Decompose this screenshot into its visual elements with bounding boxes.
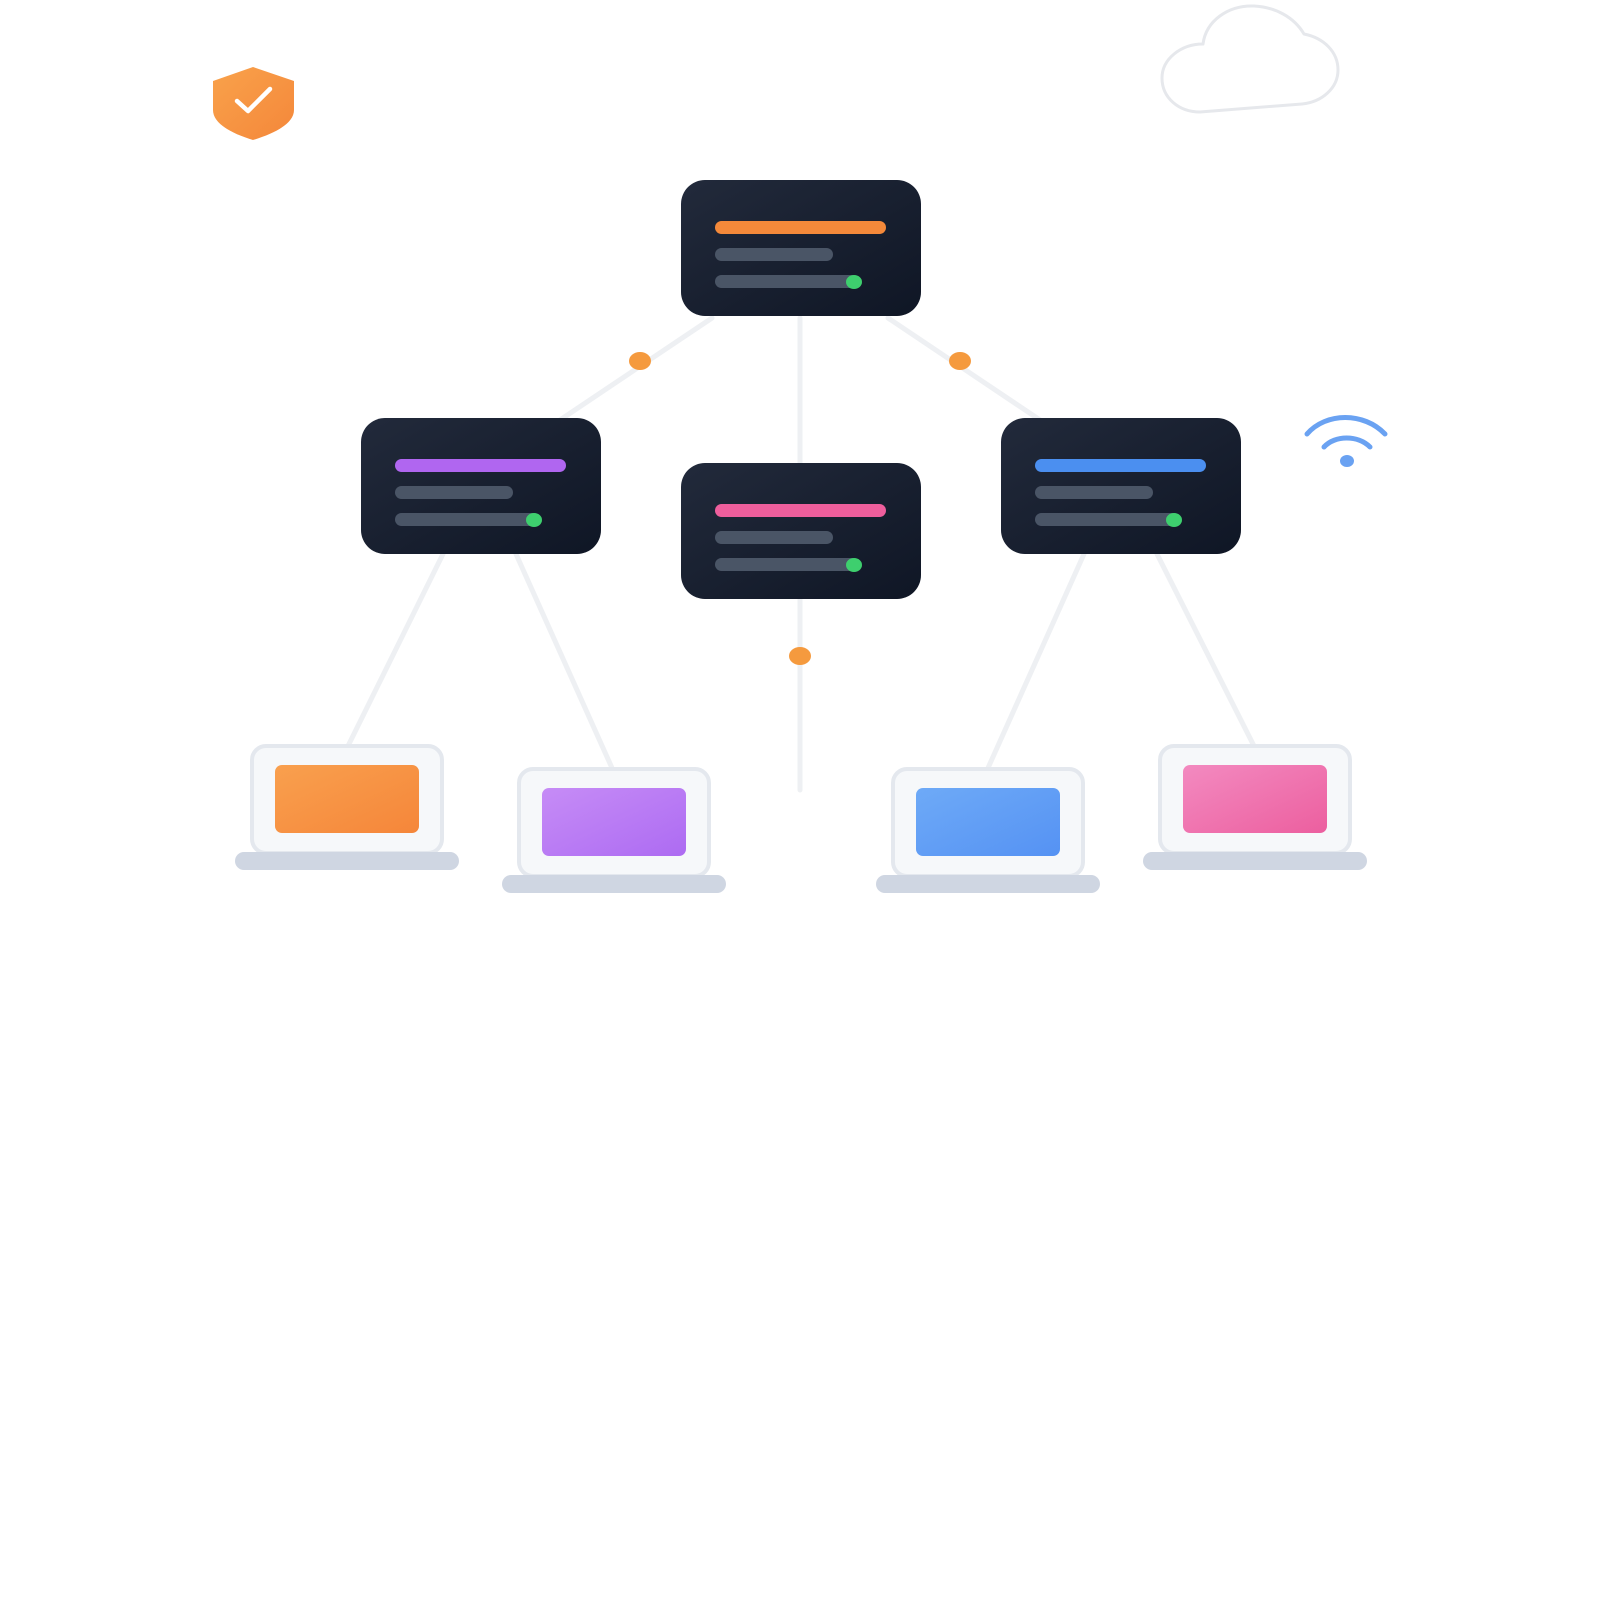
connector-dot [789, 647, 811, 665]
laptops [235, 744, 1367, 893]
server-bar [715, 275, 860, 288]
status-led [846, 558, 862, 572]
server-accent-bar [395, 459, 566, 472]
laptop-base [876, 875, 1100, 893]
server-root [681, 180, 921, 316]
wifi-icon [1304, 415, 1388, 467]
connector-left-laptop2 [513, 551, 615, 771]
connector-left-laptop1 [345, 551, 446, 749]
connector-dot [629, 352, 651, 370]
laptop-4 [1143, 744, 1367, 870]
shield-check-icon [213, 67, 294, 140]
laptop-screen [1183, 765, 1327, 833]
server-bar [395, 486, 513, 499]
status-led [526, 513, 542, 527]
connector-right-laptop3 [985, 551, 1087, 771]
servers [361, 180, 1241, 599]
laptop-screen [916, 788, 1060, 856]
status-led [1166, 513, 1182, 527]
server-bar [1035, 486, 1153, 499]
laptop-screen [275, 765, 419, 833]
laptop-base [502, 875, 726, 893]
server-accent-bar [715, 221, 886, 234]
laptop-base [1143, 852, 1367, 870]
server-center [681, 463, 921, 599]
server-bar [1035, 513, 1180, 526]
status-led [846, 275, 862, 289]
connector-dot [949, 352, 971, 370]
connectors [345, 315, 1257, 793]
server-accent-bar [715, 504, 886, 517]
connector-right-laptop4 [1154, 551, 1257, 749]
laptop-screen [542, 788, 686, 856]
laptop-2 [502, 767, 726, 893]
cloud-icon [1160, 4, 1340, 114]
server-bar [395, 513, 540, 526]
server-bar [715, 558, 860, 571]
laptop-3 [876, 767, 1100, 893]
server-bar [715, 248, 833, 261]
server-right [1001, 418, 1241, 554]
server-bar [715, 531, 833, 544]
connector-dots [629, 352, 971, 665]
server-left [361, 418, 601, 554]
laptop-base [235, 852, 459, 870]
laptop-1 [235, 744, 459, 870]
server-accent-bar [1035, 459, 1206, 472]
